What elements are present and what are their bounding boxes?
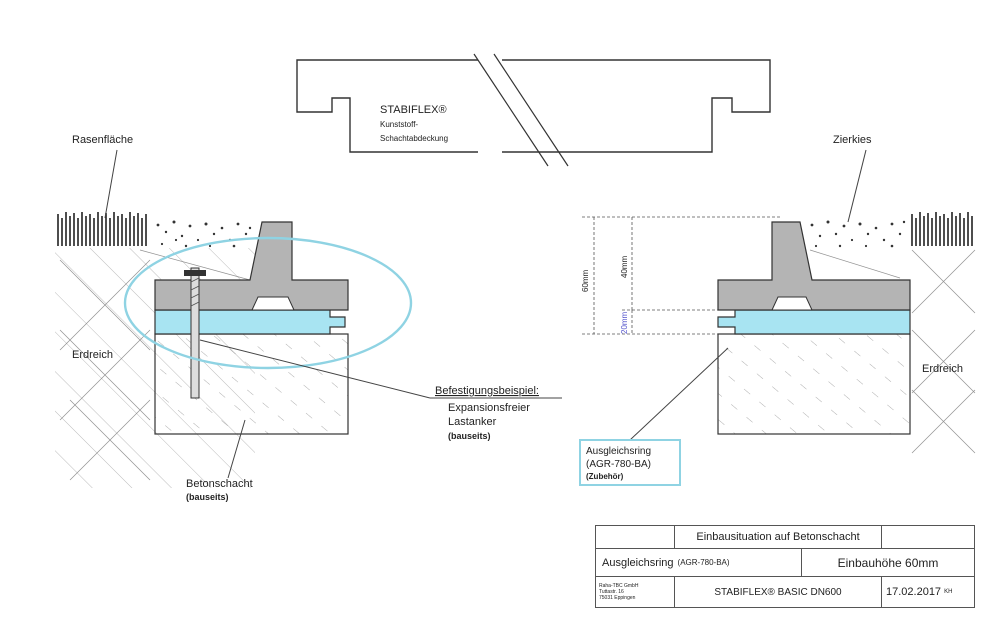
label-erdreich-left: Erdreich xyxy=(72,349,113,361)
label-ausgleich-line2: (AGR-780-BA) xyxy=(586,459,651,470)
title-block-height: Einbauhöhe 60mm xyxy=(801,548,975,577)
label-ausgleich-line3: (Zubehör) xyxy=(586,472,624,481)
leader-befestigung xyxy=(199,339,431,399)
label-betonschacht-sub: (bauseits) xyxy=(186,492,229,502)
cover-brand: STABIFLEX® xyxy=(380,104,447,116)
label-befestigung-title: Befestigungsbeispiel: xyxy=(435,385,539,397)
title-block-title: Einbausituation auf Betonschacht xyxy=(674,525,882,549)
grass-left xyxy=(57,212,147,246)
cover-plate-sketch xyxy=(296,53,771,167)
left-assembly xyxy=(55,212,413,488)
title-block-date-cell: 17.02.2017 KH xyxy=(881,576,975,608)
company-line3: 75031 Eppingen xyxy=(599,595,636,601)
title-block-product: STABIFLEX® BASIC DN600 xyxy=(674,576,882,608)
dim-lower: 20mm xyxy=(620,311,629,334)
grass-right xyxy=(911,212,973,246)
title-block-company: Raha-TBC GmbH Tuttastr. 16 75031 Eppinge… xyxy=(595,576,675,608)
gravel-right xyxy=(810,220,906,248)
dim-upper: 40mm xyxy=(620,255,629,278)
title-block-date: 17.02.2017 xyxy=(886,586,942,598)
leader-betonschacht xyxy=(227,419,246,479)
title-block-spacer xyxy=(595,525,675,549)
right-assembly xyxy=(582,212,976,454)
dim-total: 60mm xyxy=(581,269,590,292)
leader-ausgleich xyxy=(629,347,729,441)
gravel-left xyxy=(156,220,252,248)
title-block-ring-label: Ausgleichsring xyxy=(602,556,674,569)
cover-line2: Schachtabdeckung xyxy=(380,134,448,143)
label-rasen: Rasenfläche xyxy=(72,134,133,146)
label-befestigung-line1: Expansionsfreier xyxy=(448,402,530,414)
company-line2: Tuttastr. 16 xyxy=(599,589,624,595)
label-betonschacht: Betonschacht xyxy=(186,478,253,490)
title-block-spacer-right xyxy=(881,525,975,549)
label-ausgleich-line1: Ausgleichsring xyxy=(586,446,651,457)
company-line1: Raha-TBC GmbH xyxy=(599,583,639,589)
leader-zierkies xyxy=(847,149,867,223)
leader-rasen xyxy=(104,149,118,219)
title-block-initials: KH xyxy=(944,589,953,595)
cover-line1: Kunststoff- xyxy=(380,120,418,129)
ausgleich-callout xyxy=(579,439,681,486)
label-erdreich-right: Erdreich xyxy=(922,363,963,375)
title-block-ring-code: (AGR-780-BA) xyxy=(677,558,730,567)
label-befestigung-line3: (bauseits) xyxy=(448,431,491,441)
title-block-ring: Ausgleichsring (AGR-780-BA) xyxy=(595,548,802,577)
label-zierkies: Zierkies xyxy=(833,134,872,146)
label-befestigung-line2: Lastanker xyxy=(448,416,497,428)
